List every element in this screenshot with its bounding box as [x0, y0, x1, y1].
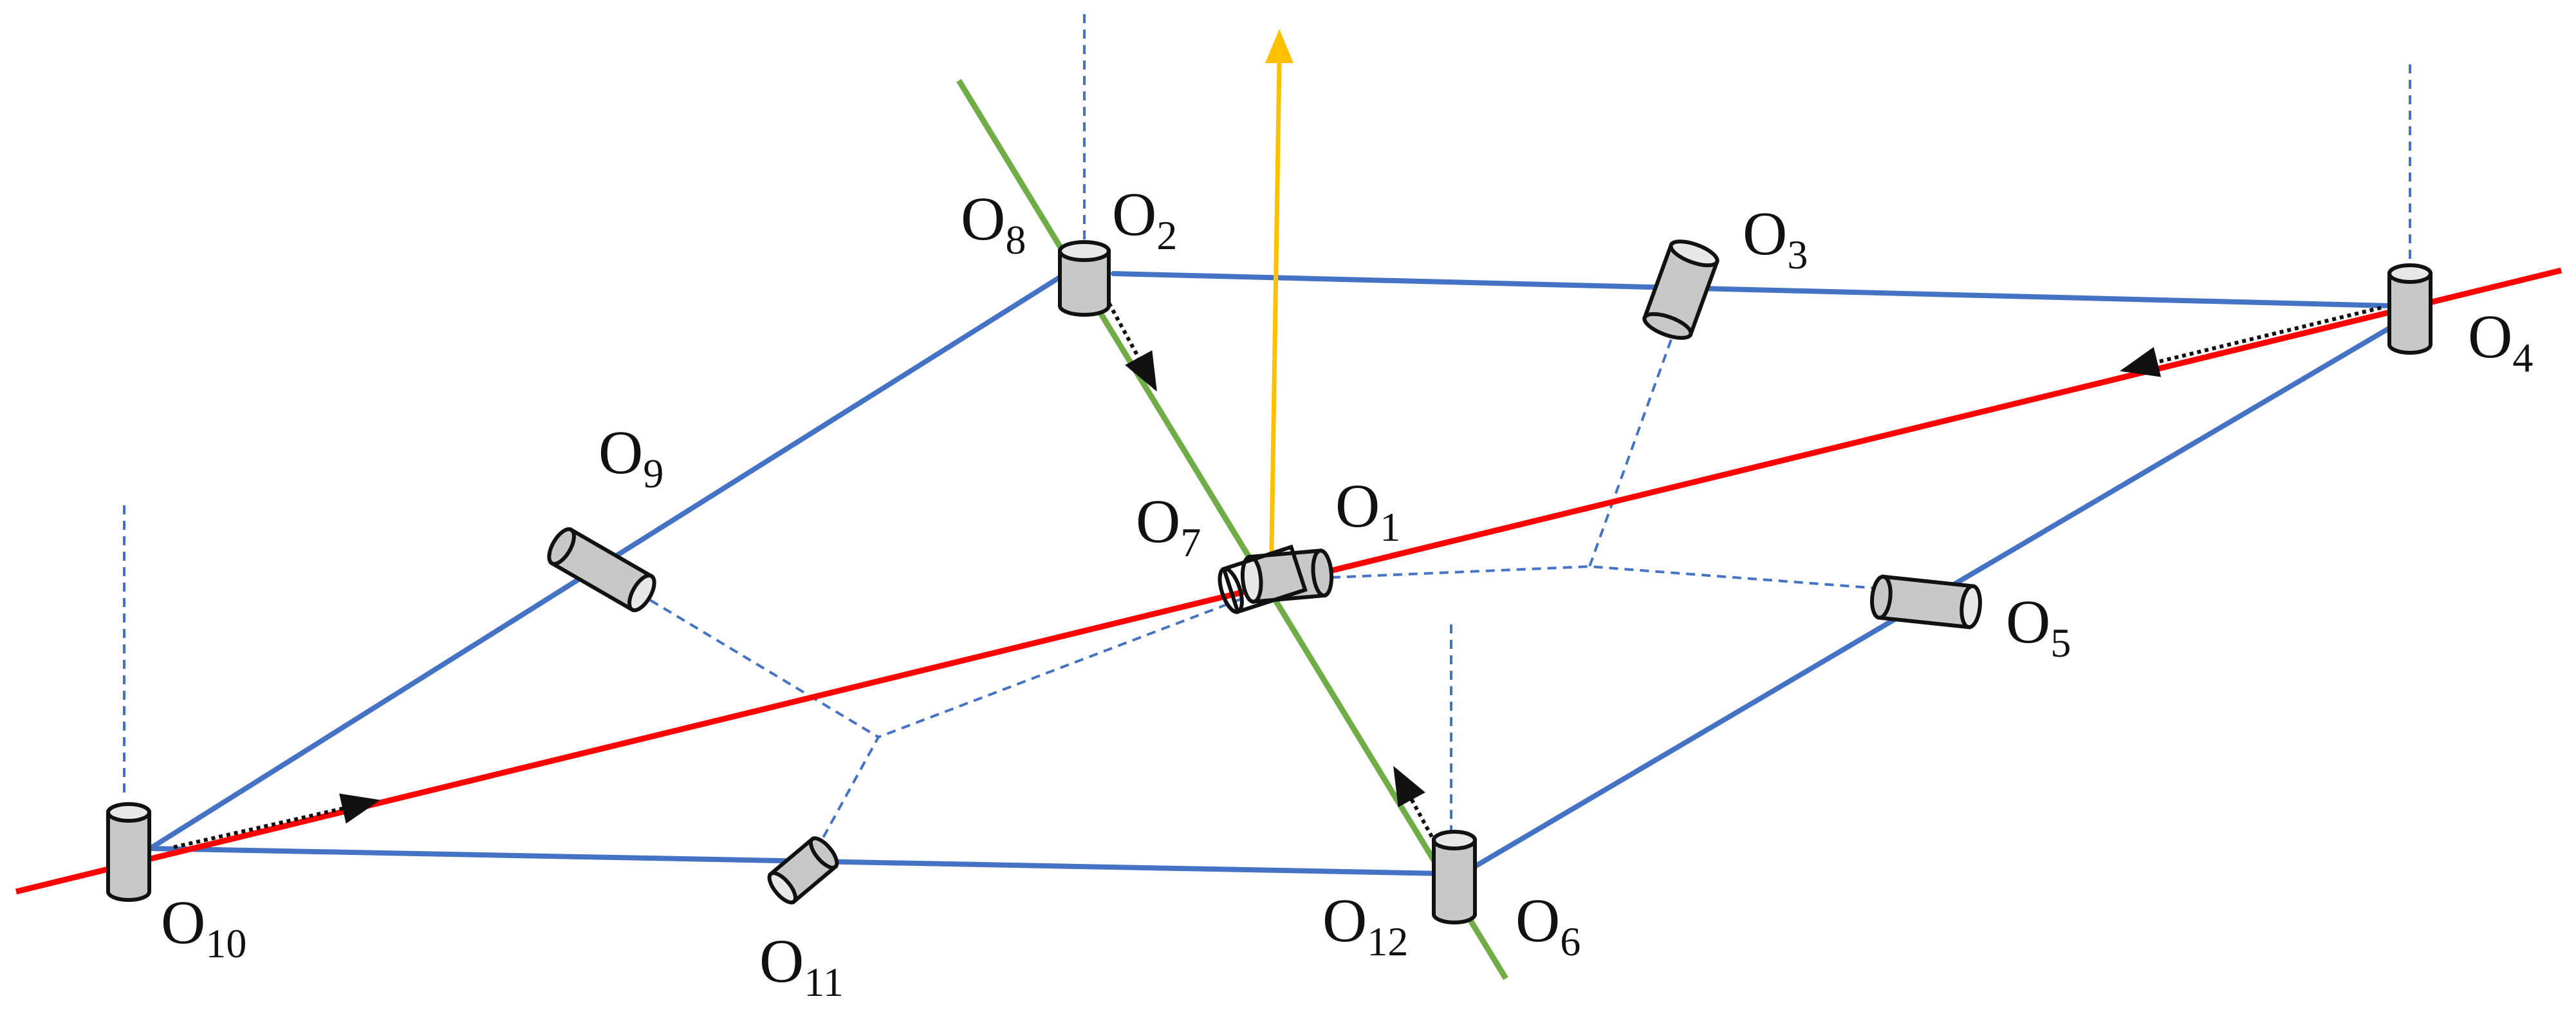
- label-o3: O3: [1743, 199, 1808, 277]
- dashed-link-o3: [1588, 324, 1678, 567]
- cylinder-o7: [1218, 544, 1308, 615]
- cylinder-o10: [106, 802, 151, 902]
- cylinder-o6: [1432, 830, 1477, 924]
- label-o8: O8: [961, 184, 1026, 263]
- label-o10: O10: [161, 888, 246, 966]
- label-o4: O4: [2468, 302, 2533, 380]
- yellow-arrowhead: [1265, 29, 1293, 63]
- cylinder-o11: [767, 836, 839, 904]
- cylinder-o9: [547, 527, 656, 613]
- cylinders: [106, 239, 2432, 924]
- label-o7: O7: [1136, 487, 1201, 565]
- label-o5: O5: [2006, 587, 2071, 666]
- label-o1: O1: [1335, 471, 1400, 550]
- frame-edge-o2-o4: [1111, 271, 2393, 308]
- arrow-o10: [173, 793, 380, 849]
- arrow-o4: [2120, 306, 2382, 377]
- dashed-link-o1-o5: [1315, 565, 1931, 594]
- vertical-reference-lines: [123, 14, 2411, 837]
- label-o11: O11: [759, 926, 844, 1005]
- labels: O1 O2 O3 O4 O5 O6 O7 O8 O9 O10 O11: [161, 180, 2533, 1005]
- cylinder-o4: [2387, 263, 2432, 355]
- yellow-axis: [1265, 29, 1293, 590]
- cylinder-o3: [1642, 239, 1720, 340]
- green-axis: [956, 79, 1508, 980]
- label-o6: O6: [1515, 886, 1580, 964]
- label-o9: O9: [598, 418, 663, 496]
- cylinder-o5: [1870, 574, 1982, 630]
- label-o2: O2: [1112, 180, 1177, 258]
- dashed-link-o9: [636, 591, 880, 738]
- dashed-link-o1-o11: [806, 597, 1243, 866]
- dashed-links: [636, 324, 1931, 866]
- cylinder-o2: [1058, 240, 1111, 317]
- label-o12: O12: [1322, 886, 1408, 964]
